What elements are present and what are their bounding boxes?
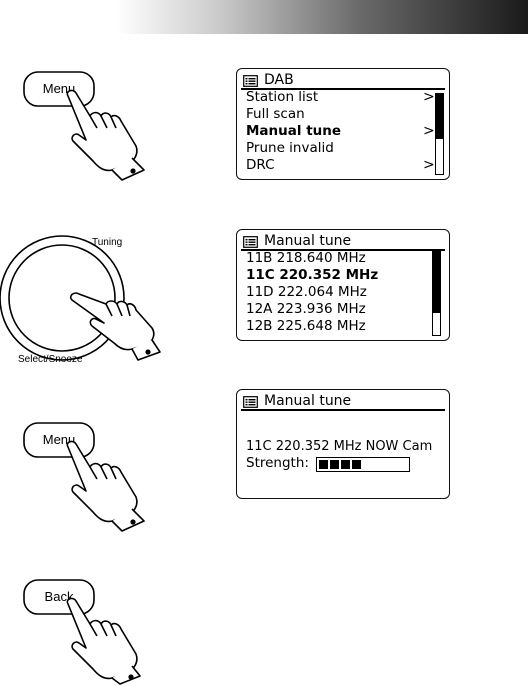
- strength-segment: [319, 460, 328, 469]
- menu-button-illustration: Menu: [18, 66, 148, 181]
- menu-list-icon: [243, 75, 258, 87]
- signal-strength-meter: [316, 457, 410, 472]
- menu-item-prune-invalid[interactable]: Prune invalid: [246, 140, 334, 157]
- select-snooze-label: Select/Snooze: [18, 354, 83, 365]
- frequency-item-12a[interactable]: 12A 223.936 MHz: [246, 301, 366, 318]
- menu-item-drc[interactable]: DRC: [246, 157, 275, 174]
- strength-label: Strength:: [246, 455, 309, 472]
- scrollbar[interactable]: [435, 93, 444, 175]
- scrollbar[interactable]: [432, 250, 441, 336]
- frequency-item-12b[interactable]: 12B 225.648 MHz: [246, 318, 366, 335]
- title-divider: [241, 409, 445, 411]
- scrollbar-thumb[interactable]: [436, 94, 443, 139]
- tuning-label: Tuning: [92, 237, 122, 248]
- tuning-dial-illustration: Tuning Select/Snooze: [0, 228, 165, 368]
- frequency-item-11d[interactable]: 11D 222.064 MHz: [246, 284, 367, 301]
- frequency-item-11b[interactable]: 11B 218.640 MHz: [246, 250, 366, 267]
- lcd-screen-dab-menu: DAB Station list > Full scan Manual tune…: [236, 68, 450, 180]
- chevron-right-icon: >: [423, 89, 435, 106]
- header-gradient-bar: [0, 0, 528, 34]
- menu-item-full-scan[interactable]: Full scan: [246, 106, 305, 123]
- menu-list-icon: [243, 396, 258, 408]
- station-info-line: 11C 220.352 MHz NOW Cam: [246, 438, 432, 455]
- strength-segment: [341, 460, 350, 469]
- select-snooze-button[interactable]: [9, 245, 115, 351]
- pointing-hand-icon: [67, 90, 144, 180]
- back-button-illustration: Back: [18, 574, 148, 686]
- chevron-right-icon: >: [423, 157, 435, 174]
- lcd-screen-manual-tune-list: Manual tune 11B 218.640 MHz 11C 220.352 …: [236, 229, 450, 341]
- pointing-hand-icon: [67, 598, 140, 684]
- menu-list-icon: [243, 236, 258, 248]
- lcd-screen-manual-tune-strength: Manual tune 11C 220.352 MHz NOW Cam Stre…: [236, 389, 450, 499]
- strength-segment: [330, 460, 339, 469]
- strength-segment: [352, 460, 361, 469]
- pointing-hand-icon: [67, 441, 144, 531]
- scrollbar-thumb[interactable]: [433, 251, 440, 313]
- chevron-right-icon: >: [423, 123, 435, 140]
- menu-button-illustration-2: Menu: [18, 417, 148, 532]
- menu-item-manual-tune[interactable]: Manual tune: [246, 123, 341, 140]
- frequency-item-11c[interactable]: 11C 220.352 MHz: [246, 267, 378, 284]
- menu-item-station-list[interactable]: Station list: [246, 89, 318, 106]
